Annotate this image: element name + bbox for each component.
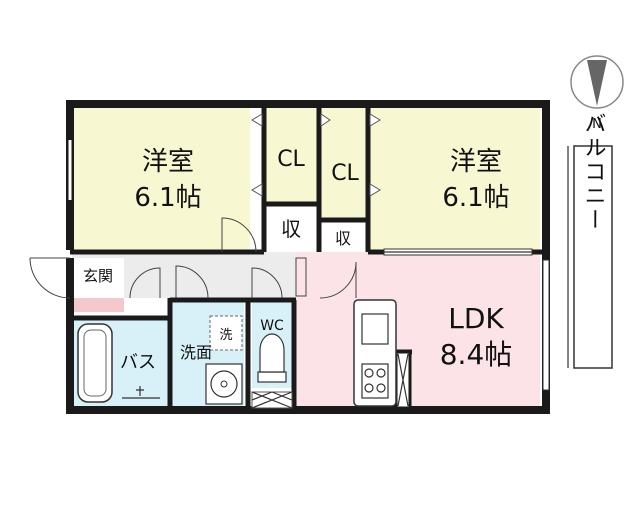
toilet-label: WC bbox=[260, 318, 284, 334]
closet-left-floor bbox=[264, 106, 318, 204]
toilet-hatch-cross bbox=[251, 391, 293, 409]
door-left-room bbox=[221, 217, 257, 253]
storage-label-left: 収 bbox=[281, 217, 301, 241]
toilet-tank bbox=[257, 371, 287, 383]
washing-machine-space bbox=[209, 315, 243, 351]
washbasin-drain bbox=[220, 380, 228, 388]
balcony bbox=[573, 145, 613, 369]
compass-needle-icon bbox=[587, 60, 607, 106]
compass: N bbox=[570, 55, 624, 132]
shower-icon bbox=[136, 386, 144, 396]
door-bath bbox=[129, 267, 161, 299]
washer-label: 洗 bbox=[219, 328, 232, 343]
closet-right-floor bbox=[320, 106, 368, 218]
door-toilet bbox=[251, 267, 283, 299]
door-ldk bbox=[319, 261, 357, 299]
kitchen-partition-cross bbox=[397, 353, 409, 407]
bathtub bbox=[77, 323, 113, 403]
closet-label-right: CL bbox=[331, 161, 359, 186]
balcony-label: バルコニー bbox=[581, 112, 606, 232]
western-room-right-floor bbox=[368, 106, 540, 250]
storage-label-right: 収 bbox=[335, 229, 351, 248]
compass-north-label: N bbox=[592, 117, 602, 132]
room-size-western-right: 6.1帖 bbox=[442, 183, 509, 213]
stove-icon bbox=[361, 363, 389, 399]
closet-label-left: CL bbox=[277, 147, 305, 172]
ldk-floor bbox=[296, 252, 540, 408]
toilet-icon bbox=[259, 333, 285, 373]
entrance-step bbox=[74, 298, 124, 312]
room-name-western-right: 洋室 bbox=[450, 147, 502, 177]
window-east bbox=[542, 259, 550, 391]
door-entrance bbox=[29, 257, 71, 299]
ldk-size: 8.4帖 bbox=[440, 338, 513, 371]
bath-label: バス bbox=[120, 352, 156, 373]
ldk-name: LDK bbox=[448, 302, 504, 335]
room-name-western-left: 洋室 bbox=[142, 147, 194, 177]
room-size-western-left: 6.1帖 bbox=[134, 183, 201, 213]
kitchen-sink bbox=[361, 313, 389, 345]
entrance-floor bbox=[72, 258, 124, 298]
bathtub-inner bbox=[83, 329, 107, 397]
shoe-cabinet bbox=[295, 257, 307, 297]
western-room-left-floor bbox=[72, 106, 250, 250]
entrance-label: 玄関 bbox=[83, 267, 113, 285]
washroom-label: 洗面 bbox=[180, 343, 212, 362]
washbasin-bowl bbox=[210, 370, 238, 398]
door-wash bbox=[175, 265, 209, 299]
closet-marks bbox=[251, 113, 381, 197]
